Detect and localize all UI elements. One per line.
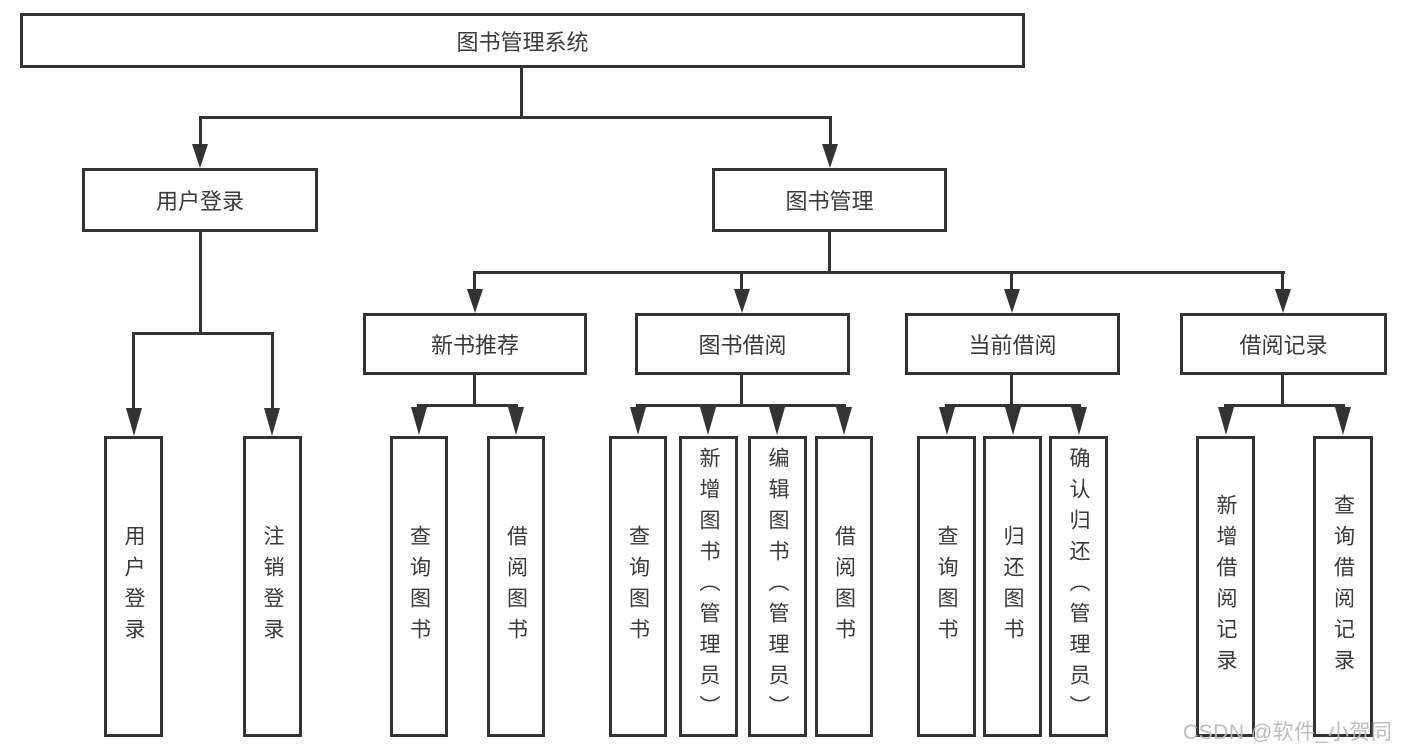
- leaf-logout-label: 注销登录: [261, 524, 284, 649]
- arrowhead-current-query: [939, 407, 955, 435]
- leaf-recommend-borrow-books-label: 借阅图书: [504, 524, 528, 649]
- arrowhead-borrow-records: [1275, 289, 1291, 313]
- node-new-book-recommend-label: 新书推荐: [430, 333, 519, 358]
- node-new-book-recommend: 新书推荐: [363, 313, 587, 375]
- connector-to-book-management: [829, 116, 832, 148]
- connector-borrow-rail: [636, 404, 846, 407]
- arrowhead-recommend-borrow: [508, 407, 524, 435]
- connector-current-rail: [945, 404, 1081, 407]
- leaf-records-query-record: 查询借阅记录: [1313, 436, 1373, 737]
- node-book-management-label: 图书管理: [785, 189, 874, 214]
- arrowhead-records-add: [1218, 407, 1234, 435]
- connector-root-stub: [520, 68, 523, 118]
- leaf-user-login-label: 用户登录: [122, 524, 145, 649]
- leaf-records-add-record: 新增借阅记录: [1196, 436, 1255, 737]
- leaf-borrow-edit-books: 编辑图书（管理员）: [748, 436, 807, 737]
- node-borrow-records-label: 借阅记录: [1239, 333, 1328, 358]
- node-borrow-records: 借阅记录: [1180, 313, 1387, 375]
- arrowhead-recommend-query: [411, 407, 427, 435]
- connector-level3-rail: [474, 271, 1285, 274]
- leaf-records-add-record-label: 新增借阅记录: [1214, 493, 1237, 680]
- leaf-recommend-query-books: 查询图书: [390, 436, 448, 737]
- leaf-current-return-books-label: 归还图书: [1001, 524, 1024, 649]
- connector-recommend-stub: [473, 375, 476, 406]
- arrowhead-leaf-user-login: [126, 408, 142, 436]
- leaf-logout: 注销登录: [243, 436, 302, 737]
- leaf-borrow-edit-books-label: 编辑图书（管理员）: [766, 447, 789, 726]
- connector-to-leaf-user-login: [132, 332, 135, 410]
- leaf-current-query-books-label: 查询图书: [935, 524, 958, 649]
- node-book-borrow-label: 图书借阅: [698, 333, 787, 358]
- node-user-login: 用户登录: [82, 168, 318, 232]
- arrowhead-borrow-edit: [769, 407, 785, 435]
- connector-to-current-borrow: [1010, 271, 1013, 291]
- leaf-current-confirm-return-label: 确认归还（管理员）: [1067, 447, 1090, 726]
- watermark: CSDN @软件_小贺同学: [1183, 721, 1393, 744]
- arrowhead-borrow-add: [700, 407, 716, 435]
- arrowhead-borrow-borrow: [836, 407, 852, 435]
- leaf-borrow-borrow-books: 借阅图书: [815, 436, 873, 737]
- arrowhead-user-login: [192, 144, 208, 168]
- arrowhead-book-management: [822, 144, 838, 168]
- connector-user-login-rail: [132, 332, 274, 335]
- arrowhead-leaf-logout: [264, 408, 280, 436]
- leaf-records-query-record-label: 查询借阅记录: [1331, 493, 1355, 680]
- connector-book-management-stub: [828, 232, 831, 273]
- connector-borrow-stub: [740, 375, 743, 406]
- connector-recommend-rail: [417, 404, 518, 407]
- connector-to-leaf-logout: [271, 332, 274, 410]
- node-current-borrow: 当前借阅: [905, 313, 1120, 375]
- node-book-management: 图书管理: [712, 168, 947, 232]
- leaf-borrow-query-books-label: 查询图书: [626, 524, 650, 649]
- leaf-borrow-add-books-label: 新增图书（管理员）: [697, 447, 720, 726]
- leaf-user-login: 用户登录: [104, 436, 163, 737]
- arrowhead-borrow-query: [630, 407, 646, 435]
- connector-records-rail: [1224, 404, 1345, 407]
- leaf-borrow-add-books: 新增图书（管理员）: [679, 436, 738, 737]
- leaf-borrow-borrow-books-label: 借阅图书: [832, 524, 856, 649]
- leaf-current-confirm-return: 确认归还（管理员）: [1049, 436, 1108, 737]
- leaf-current-return-books: 归还图书: [983, 436, 1042, 737]
- arrowhead-current-return: [1005, 407, 1021, 435]
- arrowhead-new-book-recommend: [467, 289, 483, 313]
- connector-current-stub: [1010, 375, 1013, 406]
- node-root: 图书管理系统: [20, 13, 1025, 68]
- leaf-current-query-books: 查询图书: [917, 436, 976, 737]
- leaf-borrow-query-books: 查询图书: [609, 436, 667, 737]
- connector-records-stub: [1281, 375, 1284, 406]
- node-book-borrow: 图书借阅: [635, 313, 850, 375]
- connector-to-new-book-recommend: [473, 271, 476, 291]
- connector-user-login-stub: [199, 232, 202, 334]
- arrowhead-book-borrow: [734, 289, 750, 313]
- node-user-login-label: 用户登录: [155, 189, 244, 214]
- leaf-recommend-query-books-label: 查询图书: [407, 524, 431, 649]
- connector-to-borrow-records: [1281, 271, 1284, 291]
- node-root-label: 图书管理系统: [456, 29, 589, 55]
- connector-to-book-borrow: [740, 271, 743, 291]
- connector-to-user-login: [199, 116, 202, 148]
- arrowhead-current-confirm: [1071, 407, 1087, 435]
- connector-level2-rail: [199, 116, 832, 119]
- node-current-borrow-label: 当前借阅: [968, 333, 1057, 358]
- arrowhead-records-query: [1335, 407, 1351, 435]
- leaf-recommend-borrow-books: 借阅图书: [487, 436, 545, 737]
- arrowhead-current-borrow: [1004, 289, 1020, 313]
